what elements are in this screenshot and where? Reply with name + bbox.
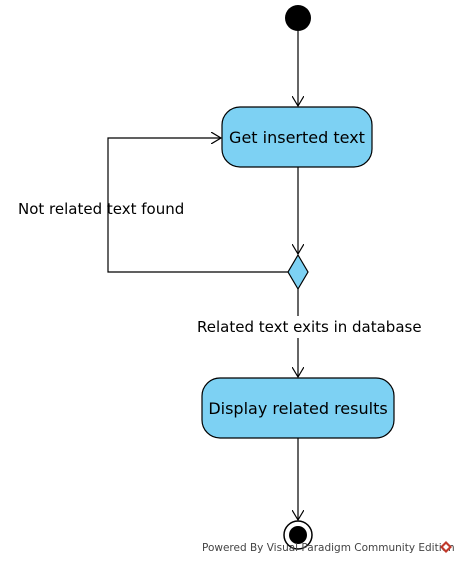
decision-node bbox=[287, 253, 309, 291]
guard-related-text-exists: Related text exits in database bbox=[197, 318, 422, 336]
visual-paradigm-logo-icon bbox=[440, 541, 452, 553]
action-display-related-results: Display related results bbox=[201, 377, 395, 439]
watermark-text: Powered By Visual Paradigm Community Edi… bbox=[202, 542, 455, 554]
initial-node bbox=[285, 5, 311, 31]
guard-label-background bbox=[194, 316, 444, 338]
watermark: Powered By Visual Paradigm Community Edi… bbox=[202, 541, 455, 554]
action-get-inserted-text: Get inserted text bbox=[221, 106, 373, 168]
action-display-related-results-label: Display related results bbox=[208, 399, 387, 418]
flow-loop-back-not-found bbox=[107, 138, 288, 273]
final-node bbox=[283, 520, 313, 550]
action-get-inserted-text-label: Get inserted text bbox=[229, 128, 365, 147]
guard-not-related-text-found: Not related text found bbox=[18, 200, 184, 218]
